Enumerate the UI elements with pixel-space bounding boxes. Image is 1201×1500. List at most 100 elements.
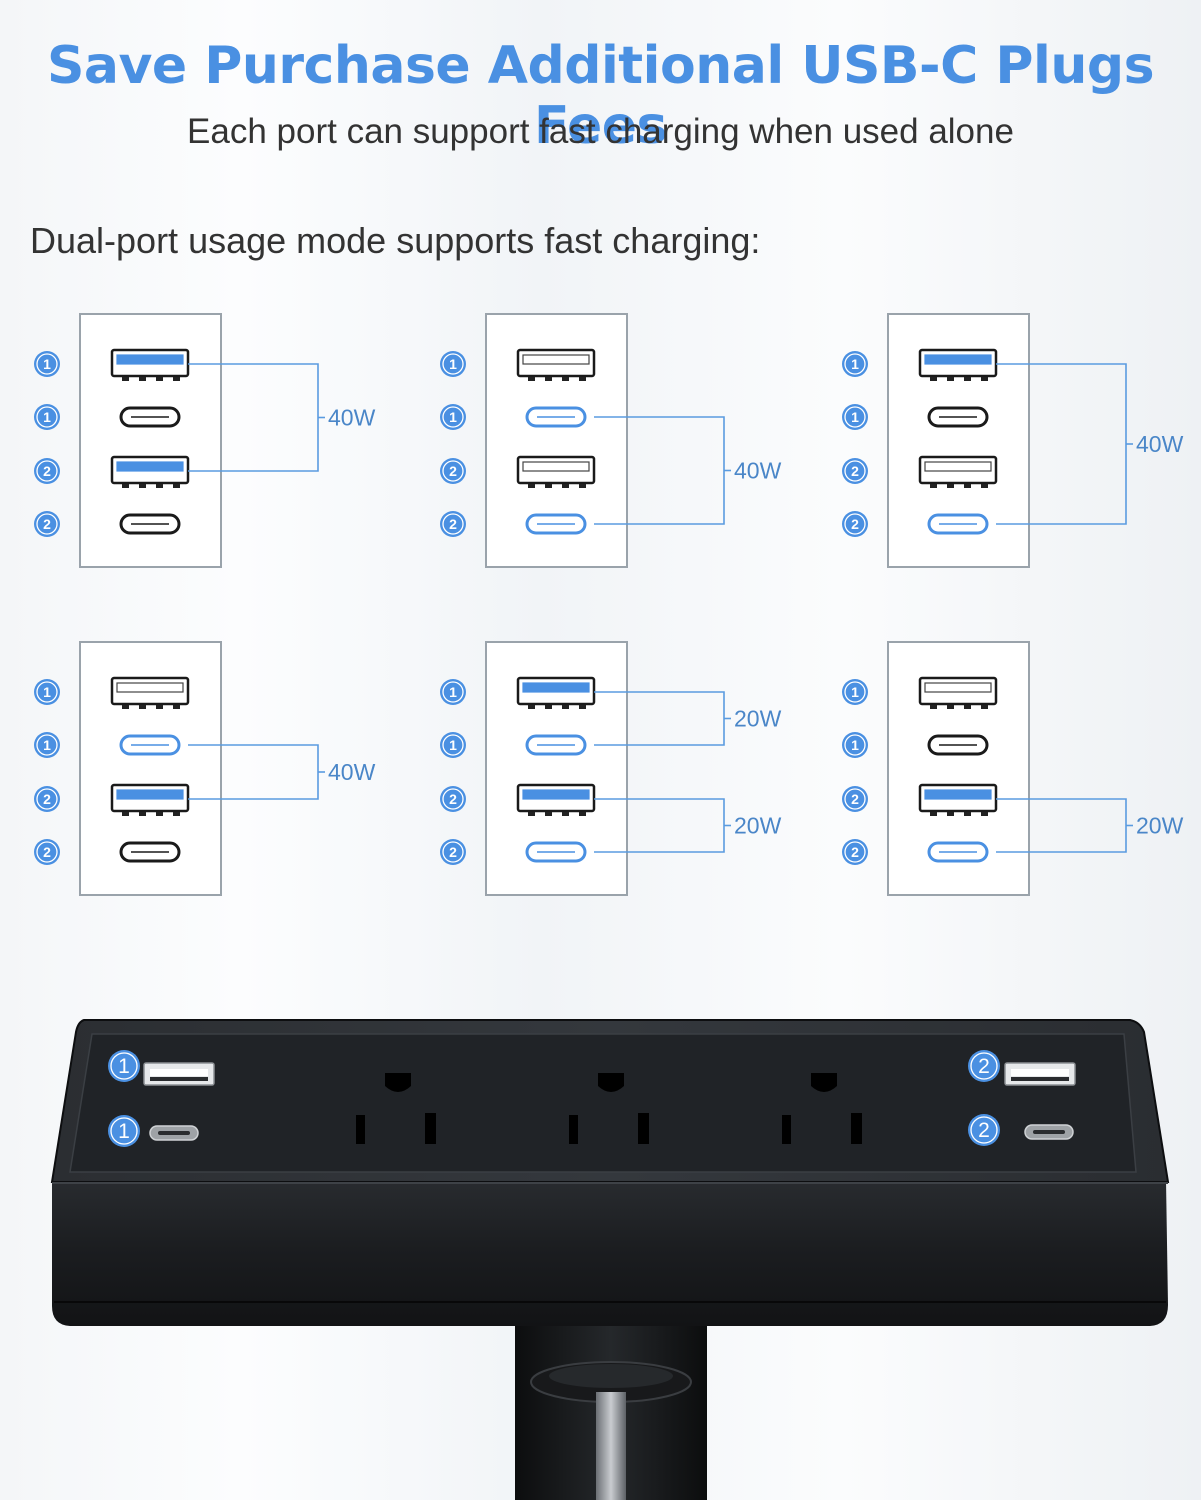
wattage-label: 20W: [734, 706, 782, 732]
usb-a-port: [143, 1062, 215, 1086]
svg-text:2: 2: [449, 844, 457, 860]
port-number-badge: 1: [108, 1115, 140, 1147]
svg-text:1: 1: [851, 737, 859, 753]
wattage-bracket: [594, 416, 731, 525]
svg-text:1: 1: [449, 684, 457, 700]
port-number-badge: 2: [440, 511, 466, 537]
svg-text:1: 1: [118, 1120, 130, 1143]
strip-body-front: [52, 1172, 1168, 1326]
usb-a-port-icon: [110, 348, 190, 381]
port-number-badge: 1: [440, 351, 466, 377]
usb-c-port-icon: [525, 734, 587, 756]
wattage-label: 40W: [1136, 431, 1184, 457]
port-number-badge: 2: [440, 786, 466, 812]
port-number-badge: 2: [34, 511, 60, 537]
wattage-label: 20W: [734, 813, 782, 839]
port-number-badge: 2: [34, 839, 60, 865]
usb-c-port: [1024, 1124, 1074, 1140]
svg-text:2: 2: [43, 844, 51, 860]
svg-text:2: 2: [449, 463, 457, 479]
usb-a-port-icon: [516, 348, 596, 381]
usb-a-port-icon: [918, 348, 998, 381]
wattage-bracket: [188, 363, 325, 472]
svg-text:1: 1: [449, 356, 457, 372]
port-number-badge: 2: [842, 458, 868, 484]
svg-text:2: 2: [449, 791, 457, 807]
port-number-badge: 1: [440, 679, 466, 705]
usb-c-port-icon: [119, 734, 181, 756]
usb-c-port-icon: [525, 513, 587, 535]
svg-text:2: 2: [851, 844, 859, 860]
port-number-badge: 1: [842, 679, 868, 705]
usb-c-port-icon: [525, 406, 587, 428]
port-number-badge: 1: [34, 679, 60, 705]
wattage-bracket: [188, 744, 325, 800]
svg-text:2: 2: [851, 791, 859, 807]
usb-c-port-icon: [927, 841, 989, 863]
strip-top-panel: [69, 1033, 1137, 1173]
usb-c-port-icon: [119, 406, 181, 428]
port-number-badge: 1: [440, 732, 466, 758]
port-number-badge: 1: [34, 732, 60, 758]
svg-text:2: 2: [43, 463, 51, 479]
usb-c-port-icon: [927, 513, 989, 535]
wattage-label: 40W: [328, 405, 376, 431]
usb-a-port-icon: [516, 676, 596, 709]
usb-c-port-icon: [525, 841, 587, 863]
svg-text:1: 1: [449, 409, 457, 425]
usb-a-port-icon: [516, 455, 596, 488]
svg-text:1: 1: [118, 1055, 130, 1078]
usb-c-port-icon: [927, 734, 989, 756]
usb-a-port-icon: [110, 455, 190, 488]
usb-a-port-icon: [110, 783, 190, 816]
svg-text:1: 1: [43, 684, 51, 700]
svg-text:2: 2: [978, 1055, 990, 1078]
usb-a-port-icon: [918, 455, 998, 488]
svg-text:2: 2: [43, 516, 51, 532]
wattage-bracket: [996, 363, 1133, 525]
port-number-badge: 2: [842, 786, 868, 812]
port-number-badge: 1: [34, 404, 60, 430]
svg-text:2: 2: [851, 463, 859, 479]
usb-a-port-icon: [110, 676, 190, 709]
port-number-badge: 1: [842, 404, 868, 430]
port-config-diagram: 1 1 2 2 40W: [440, 313, 782, 568]
port-number-badge: 2: [842, 839, 868, 865]
svg-text:1: 1: [43, 737, 51, 753]
usb-c-port-icon: [119, 841, 181, 863]
port-config-diagram: 1 1 2 2 40W: [842, 313, 1184, 568]
svg-text:1: 1: [851, 356, 859, 372]
usb-c-port-icon: [927, 406, 989, 428]
port-number-badge: 1: [842, 351, 868, 377]
usb-c-port: [149, 1125, 199, 1141]
port-number-badge: 1: [34, 351, 60, 377]
port-number-badge: 2: [968, 1114, 1000, 1146]
svg-text:1: 1: [851, 409, 859, 425]
headline: Save Purchase Additional USB-C Plugs Fee…: [46, 36, 1155, 156]
port-number-badge: 2: [440, 839, 466, 865]
port-number-badge: 1: [842, 732, 868, 758]
wattage-bracket: [996, 798, 1133, 853]
svg-text:1: 1: [449, 737, 457, 753]
ac-outlet: [569, 1073, 649, 1144]
port-config-diagram: 1 1 2 2 40W: [34, 313, 376, 568]
svg-text:1: 1: [43, 356, 51, 372]
port-number-badge: 1: [108, 1050, 140, 1082]
wattage-label: 40W: [734, 458, 782, 484]
svg-text:2: 2: [43, 791, 51, 807]
svg-text:2: 2: [449, 516, 457, 532]
svg-text:1: 1: [43, 409, 51, 425]
svg-text:2: 2: [978, 1119, 990, 1142]
port-number-badge: 1: [440, 404, 466, 430]
svg-text:1: 1: [851, 684, 859, 700]
power-strip-product: 1 1 2 2: [50, 1019, 1170, 1500]
ac-outlet: [356, 1073, 436, 1144]
wattage-bracket: [594, 691, 731, 746]
usb-a-port-icon: [918, 783, 998, 816]
usb-a-port-icon: [516, 783, 596, 816]
port-number-badge: 2: [842, 511, 868, 537]
usb-c-port-icon: [119, 513, 181, 535]
port-combination-diagrams: 112240W112240W112240W112240W112220W20W11…: [34, 313, 1184, 896]
